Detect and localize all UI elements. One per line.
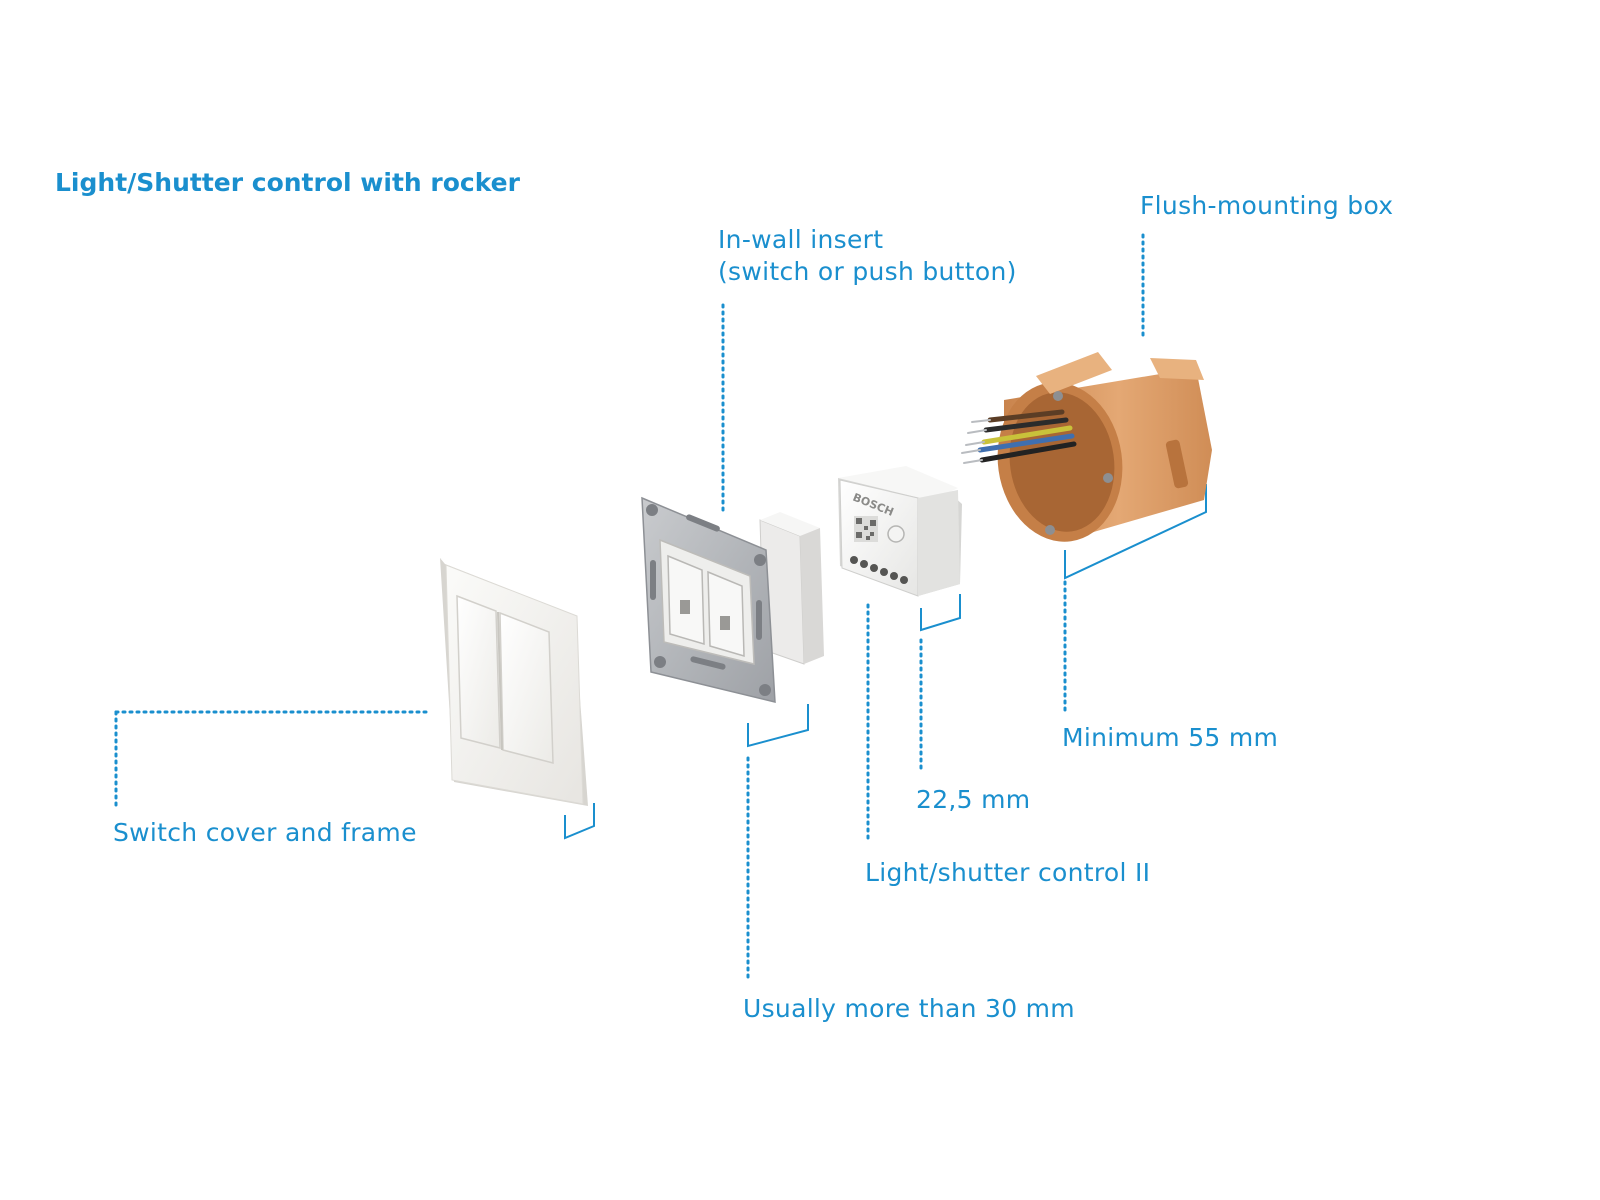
label-in-wall-insert: In-wall insert (switch or push button) <box>718 224 1017 288</box>
label-in-wall-insert-line2: (switch or push button) <box>718 257 1017 286</box>
label-switch-cover-and-frame: Switch cover and frame <box>113 818 417 847</box>
leader-lines <box>114 233 1145 980</box>
label-in-wall-insert-line1: In-wall insert <box>718 225 884 254</box>
label-usually-more-than-30mm: Usually more than 30 mm <box>743 994 1075 1023</box>
wires <box>977 409 1077 463</box>
bracket-box-depth <box>1064 484 1207 580</box>
terminal-holes <box>850 556 908 584</box>
in-wall-insert <box>641 496 824 703</box>
bracket-insert-depth <box>747 704 809 748</box>
label-22-5mm: 22,5 mm <box>916 785 1031 814</box>
bracket-module-depth <box>920 594 961 632</box>
light-shutter-control-module: BOSCH <box>838 466 962 597</box>
wire-tips <box>961 419 991 464</box>
module-button <box>887 525 905 543</box>
diagram-title: Light/Shutter control with rocker <box>55 168 520 197</box>
label-flush-mounting-box: Flush-mounting box <box>1140 191 1394 220</box>
qr-code <box>854 516 878 542</box>
dimension-brackets <box>564 484 1207 840</box>
switch-cover-and-frame <box>440 558 588 806</box>
label-minimum-55mm: Minimum 55 mm <box>1062 723 1279 752</box>
bracket-switch-depth <box>564 803 595 840</box>
label-light-shutter-control: Light/shutter control II <box>865 858 1151 887</box>
